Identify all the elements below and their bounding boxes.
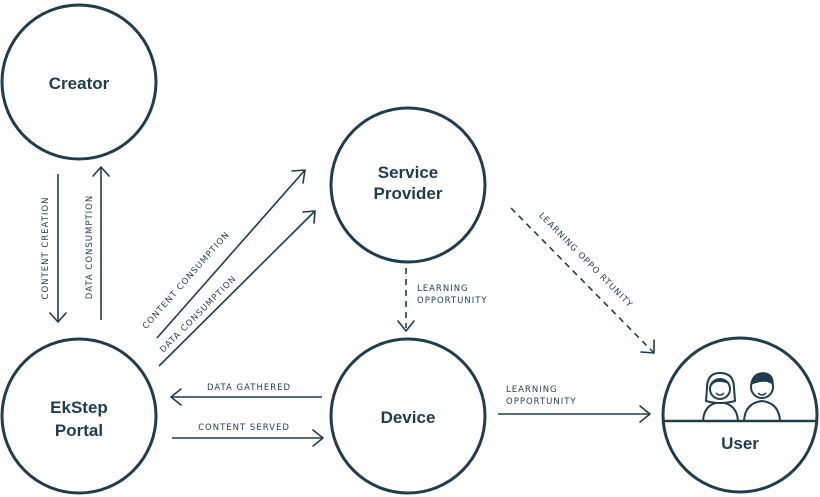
data-gathered-label: DATA GATHERED — [207, 383, 291, 393]
edge-learning-opportunity-device-user: LEARNING OPPORTUNITY — [498, 385, 651, 423]
learning-opportunity-device-user-line2: OPPORTUNITY — [506, 397, 577, 407]
data-consumption-portal-label: DATA CONSUMPTION — [158, 274, 239, 355]
two-people-icon — [701, 371, 782, 422]
node-service-provider: Service Provider — [329, 106, 487, 264]
edge-data-consumption-creator: DATA CONSUMPTION — [85, 166, 110, 320]
edge-content-consumption: CONTENT CONSUMPTION — [141, 169, 306, 339]
service-provider-label-line2: Provider — [374, 184, 443, 203]
user-label: User — [721, 434, 759, 453]
edge-content-creation: CONTENT CREATION — [41, 174, 67, 323]
edge-learning-opportunity-sp-device: LEARNING OPPORTUNITY — [397, 268, 488, 332]
data-consumption-creator-label: DATA CONSUMPTION — [85, 195, 95, 299]
ekstep-portal-label-line1: EkStep — [50, 398, 108, 417]
ekstep-portal-label-line2: Portal — [55, 421, 103, 440]
learning-opportunity-device-user-line1: LEARNING — [506, 385, 558, 395]
content-served-label: CONTENT SERVED — [198, 423, 290, 433]
edge-learning-opportunity-sp-user: LEARNING OPPO RTUNITY — [510, 207, 655, 354]
edge-content-served: CONTENT SERVED — [172, 423, 324, 447]
node-creator: Creator — [0, 3, 158, 161]
edge-data-gathered: DATA GATHERED — [170, 383, 322, 406]
content-consumption-label: CONTENT CONSUMPTION — [141, 230, 232, 332]
node-ekstep-portal: EkStep Portal — [0, 337, 158, 495]
node-device: Device — [329, 337, 487, 495]
service-provider-label-line1: Service — [378, 163, 439, 182]
learning-opportunity-sp-device-line2: OPPORTUNITY — [417, 296, 488, 306]
learning-opportunity-sp-device-line1: LEARNING — [417, 284, 469, 294]
device-label: Device — [381, 408, 436, 427]
node-user: User — [661, 336, 819, 494]
content-creation-label: CONTENT CREATION — [41, 197, 51, 300]
creator-label: Creator — [49, 74, 110, 93]
learning-opportunity-sp-user-label: LEARNING OPPO RTUNITY — [536, 211, 634, 310]
